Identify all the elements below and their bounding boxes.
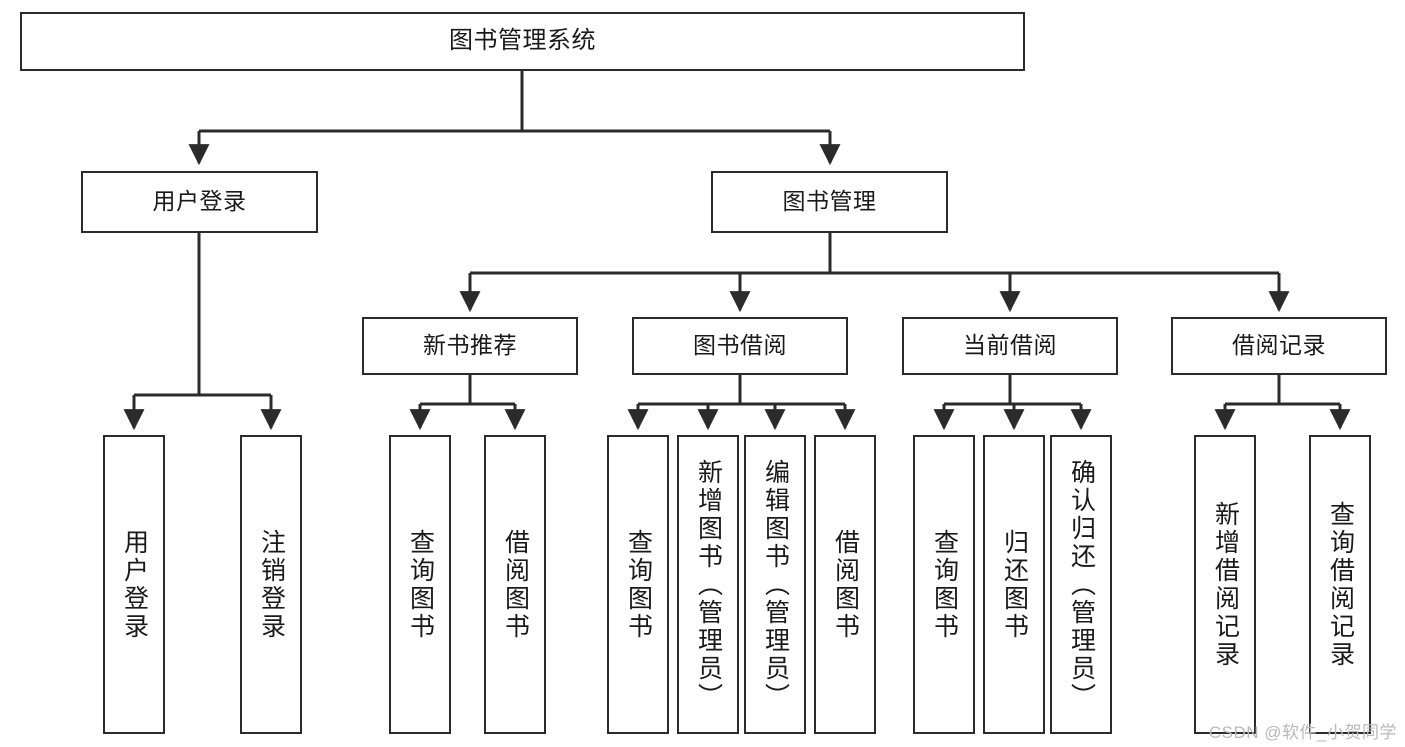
node-label: 借阅记录 xyxy=(1232,332,1326,359)
node-label: 查询图书 xyxy=(930,528,959,641)
leaf-borrow-books-borrowing[interactable]: 借阅图书 xyxy=(814,435,876,734)
node-new-book-recommendation[interactable]: 新书推荐 xyxy=(362,317,578,375)
leaf-add-book-admin[interactable]: 新增图书（管理员） xyxy=(677,435,739,734)
node-user-login[interactable]: 用户登录 xyxy=(81,171,318,233)
node-label: 查询图书 xyxy=(624,528,653,641)
leaf-return-books[interactable]: 归还图书 xyxy=(983,435,1045,734)
node-label: 用户登录 xyxy=(120,528,149,641)
node-label: 归还图书 xyxy=(1000,528,1029,641)
watermark: CSDN @软件_小贺同学 xyxy=(1208,723,1397,742)
leaf-confirm-return-admin[interactable]: 确认归还（管理员） xyxy=(1050,435,1112,734)
node-label: 当前借阅 xyxy=(963,332,1057,359)
leaf-query-books-recommendation[interactable]: 查询图书 xyxy=(389,435,451,734)
node-label: 新增借阅记录 xyxy=(1211,500,1240,669)
node-label: 借阅图书 xyxy=(831,528,860,641)
node-label: 注销登录 xyxy=(257,528,286,641)
node-label: 借阅图书 xyxy=(501,528,530,641)
leaf-user-login[interactable]: 用户登录 xyxy=(103,435,165,734)
leaf-edit-book-admin[interactable]: 编辑图书（管理员） xyxy=(744,435,806,734)
node-label: 新书推荐 xyxy=(423,332,517,359)
node-label: 查询图书 xyxy=(406,528,435,641)
node-label: 查询借阅记录 xyxy=(1326,500,1355,669)
node-label: 图书管理系统 xyxy=(449,27,596,55)
leaf-query-books-current[interactable]: 查询图书 xyxy=(913,435,975,734)
node-current-borrowing[interactable]: 当前借阅 xyxy=(902,317,1118,375)
node-book-management[interactable]: 图书管理 xyxy=(711,171,948,233)
node-label: 图书借阅 xyxy=(693,332,787,359)
leaf-add-borrowing-record[interactable]: 新增借阅记录 xyxy=(1194,435,1256,734)
node-borrowing-records[interactable]: 借阅记录 xyxy=(1171,317,1387,375)
leaf-borrow-books-recommendation[interactable]: 借阅图书 xyxy=(484,435,546,734)
node-book-borrowing[interactable]: 图书借阅 xyxy=(632,317,848,375)
node-label: 用户登录 xyxy=(152,188,247,215)
node-label: 编辑图书（管理员） xyxy=(761,458,790,711)
leaf-query-books-borrowing[interactable]: 查询图书 xyxy=(607,435,669,734)
node-root-book-management-system[interactable]: 图书管理系统 xyxy=(20,12,1025,71)
node-label: 新增图书（管理员） xyxy=(694,458,723,711)
leaf-logout[interactable]: 注销登录 xyxy=(240,435,302,734)
leaf-query-borrowing-record[interactable]: 查询借阅记录 xyxy=(1309,435,1371,734)
node-label: 确认归还（管理员） xyxy=(1067,458,1096,711)
node-label: 图书管理 xyxy=(782,188,877,215)
